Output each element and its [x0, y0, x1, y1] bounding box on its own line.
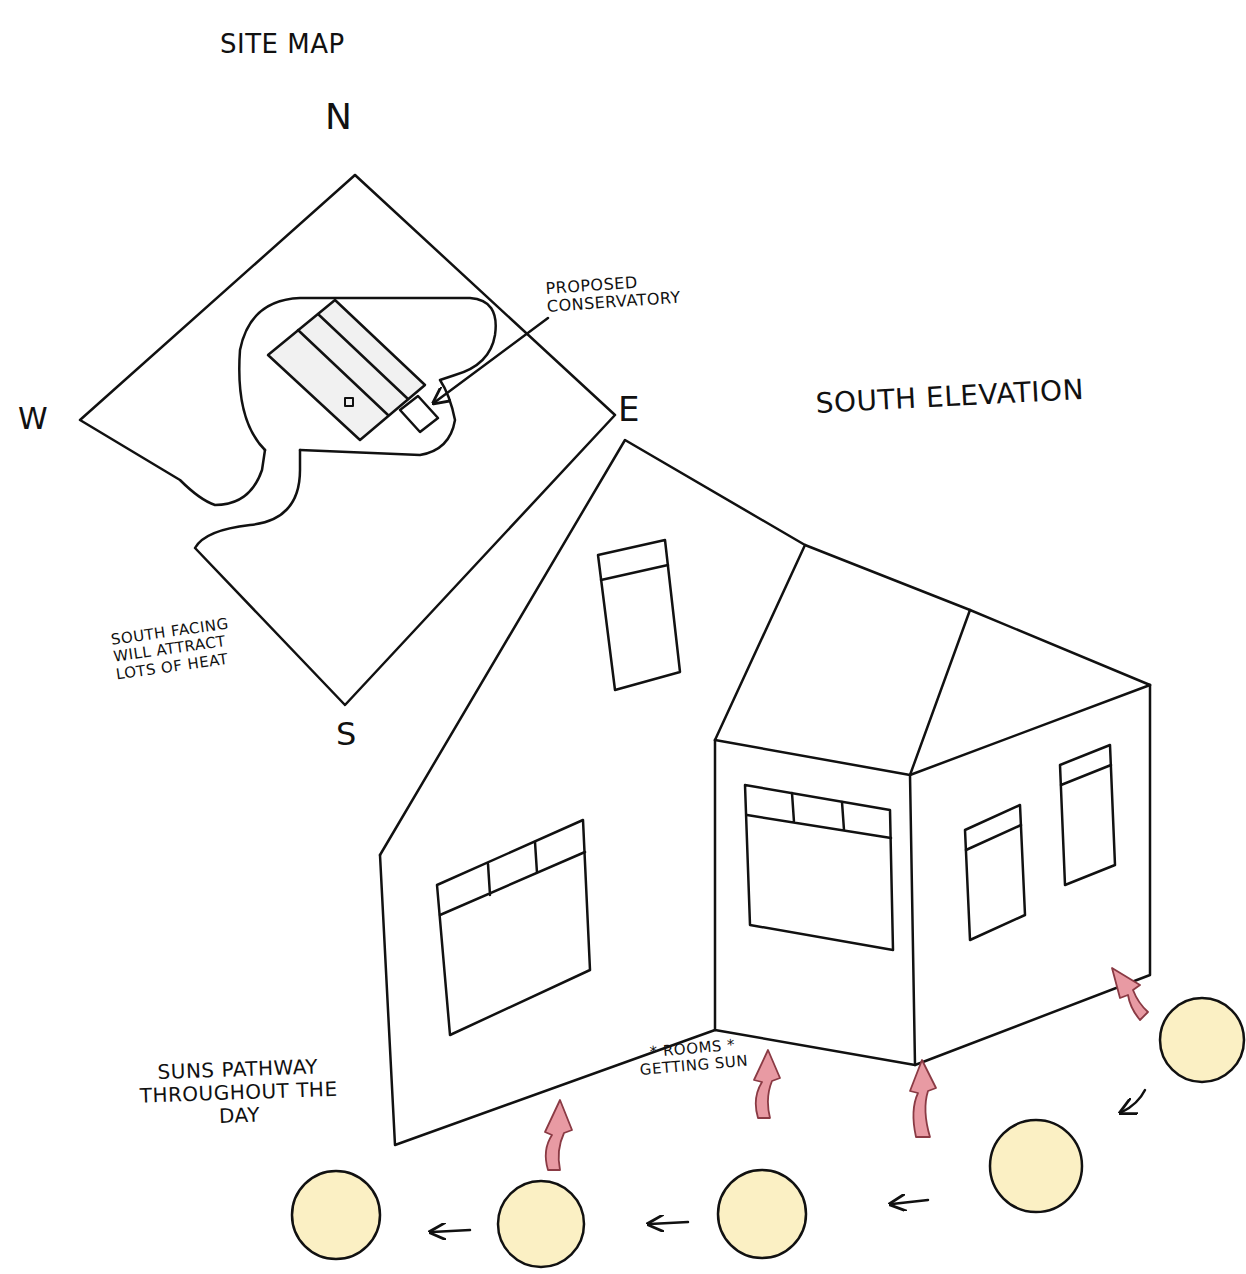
annotation-note: SOUTH FACING WILL ATTRACT LOTS OF HEAT — [110, 613, 256, 684]
conservatory-footprint — [400, 396, 438, 432]
annotation-note: * ROOMS * GETTING SUN — [628, 1035, 759, 1081]
compass-letter: N — [325, 96, 375, 137]
heat-arrow — [754, 1050, 780, 1118]
hip-line — [910, 610, 970, 775]
sun — [292, 1171, 380, 1259]
leader-arrow — [435, 318, 548, 402]
window — [437, 820, 590, 1035]
path-arrow — [892, 1200, 928, 1204]
window — [965, 805, 1025, 940]
window-pane — [747, 793, 891, 838]
compass-letter: S — [336, 716, 380, 753]
window-pane — [1061, 765, 1111, 785]
heat-arrow — [910, 1060, 936, 1137]
heat-arrow — [1112, 968, 1148, 1020]
dormer-window — [598, 540, 680, 690]
annotation-note: SUNS PATHWAY THROUGHOUT THE DAY — [130, 1054, 347, 1130]
compass-letter: E — [618, 390, 662, 429]
chimney — [345, 398, 353, 406]
path-arrow — [432, 1230, 470, 1232]
map-title: SITE MAP — [220, 30, 440, 60]
heat-arrow — [545, 1100, 572, 1170]
house-wall — [380, 685, 1150, 1145]
heat-arrows — [545, 968, 1148, 1170]
window — [745, 785, 893, 950]
house-edge — [714, 740, 717, 1030]
path-arrow — [650, 1222, 688, 1224]
roof-stripe — [318, 314, 408, 399]
path-arrow — [1122, 1090, 1145, 1112]
extension-eaves — [715, 685, 1150, 775]
sun — [990, 1120, 1082, 1212]
house-footprint — [268, 300, 425, 440]
sun — [718, 1170, 806, 1258]
sun-group — [292, 998, 1244, 1267]
window-pane — [440, 842, 585, 915]
hip-line — [715, 545, 805, 740]
window-pane — [966, 825, 1021, 850]
house-plot-loop — [239, 298, 495, 455]
site-boundary — [195, 175, 615, 705]
sun — [1160, 998, 1244, 1082]
window — [1060, 745, 1115, 885]
sun — [498, 1181, 584, 1267]
window-pane — [601, 565, 668, 580]
house-roof — [380, 440, 1150, 855]
compass-letter: W — [18, 402, 68, 437]
elevation-title: SOUTH ELEVATION — [815, 370, 1156, 420]
callout-note: PROPOSED CONSERVATORY — [545, 269, 707, 317]
roof-stripe — [298, 330, 388, 415]
house-edge — [910, 775, 915, 1065]
